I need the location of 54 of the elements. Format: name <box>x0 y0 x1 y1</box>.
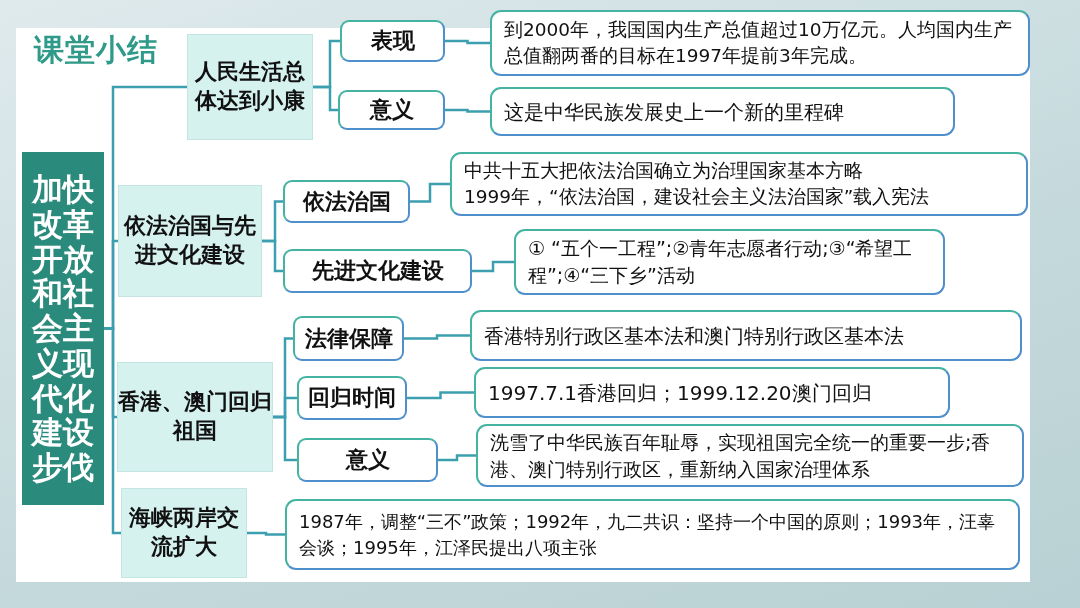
node-text: 1987年，调整“三不”政策；1992年，九二共识：坚持一个中国的原则；1993年，汪辜会谈；1995年，江泽民提出八项主张 <box>299 510 997 560</box>
connector-line <box>445 108 490 113</box>
detail-box <box>285 499 1020 570</box>
node-text: 这是中华民族发展史上一个新的里程碑 <box>504 98 845 126</box>
node-text: 加快改革开放和社会主义现代化建设步伐 <box>32 172 94 485</box>
detail-box <box>450 152 1028 216</box>
connector-line <box>445 39 490 45</box>
detail-box <box>476 424 1024 487</box>
node-text: ① “五个一工程”;②青年志愿者行动;③“希望工程”;④“三下乡”活动 <box>528 236 914 288</box>
node-text: 香港特别行政区基本法和澳门特别行政区基本法 <box>484 322 905 350</box>
node-text: 海峡两岸交流扩大 <box>128 504 240 561</box>
detail-box <box>490 87 955 136</box>
node-text: 1997.7.1香港回归；1999.12.20澳门回归 <box>488 379 873 407</box>
connector-line <box>262 239 283 273</box>
connector-line <box>410 182 450 203</box>
node-text: 香港、澳门回归祖国 <box>118 388 272 445</box>
node-text: 回归时间 <box>308 384 396 412</box>
node-text: 意义 <box>369 96 414 124</box>
subtopic-box <box>293 316 404 361</box>
subtopic-box <box>338 90 445 130</box>
connector-line <box>247 531 285 536</box>
node-text: 依法治国与先进文化建设 <box>122 212 257 269</box>
connector-line <box>273 415 297 462</box>
detail-box <box>514 229 945 295</box>
topic-box <box>118 185 262 297</box>
connector-line <box>104 327 121 535</box>
subtopic-box <box>340 20 445 62</box>
node-text: 到2000年，我国国内生产总值超过10万亿元。人均国内生产总值翻两番的目标在1997年提前3年完成。 <box>504 18 1013 68</box>
node-text: 意义 <box>345 446 390 474</box>
subtopic-box <box>297 376 407 420</box>
node-text: 先进文化建设 <box>311 257 444 285</box>
topic-box <box>121 488 247 578</box>
node-text: 中共十五大把依法治国确立为治理国家基本方略 <box>464 159 864 184</box>
topic-box <box>187 34 313 140</box>
connector-line <box>472 260 514 273</box>
title: 课堂小结 <box>34 31 158 69</box>
detail-box <box>470 310 1022 361</box>
subtopic-box <box>283 180 410 223</box>
node-text: 洗雪了中华民族百年耻辱，实现祖国完全统一的重要一步;香港、澳门特别行政区，重新纳入国家治理体系 <box>490 429 992 482</box>
connector-line <box>313 85 338 112</box>
node-text: 人民生活总体达到小康 <box>193 58 306 115</box>
subtopic-box <box>283 249 472 293</box>
connector-line <box>438 454 476 462</box>
detail-box <box>490 10 1030 76</box>
node-text: 法律保障 <box>304 324 393 353</box>
connector-line <box>407 391 474 400</box>
node-text: 表现 <box>370 27 415 55</box>
subtopic-box <box>297 438 438 482</box>
detail-box <box>474 367 950 418</box>
node-text: 依法治国 <box>302 187 391 216</box>
topic-box <box>117 362 273 472</box>
connector-line <box>404 334 470 340</box>
node-text: 1999年，“依法治国，建设社会主义法治国家”载入宪法 <box>464 185 931 209</box>
theme-box <box>22 152 104 505</box>
